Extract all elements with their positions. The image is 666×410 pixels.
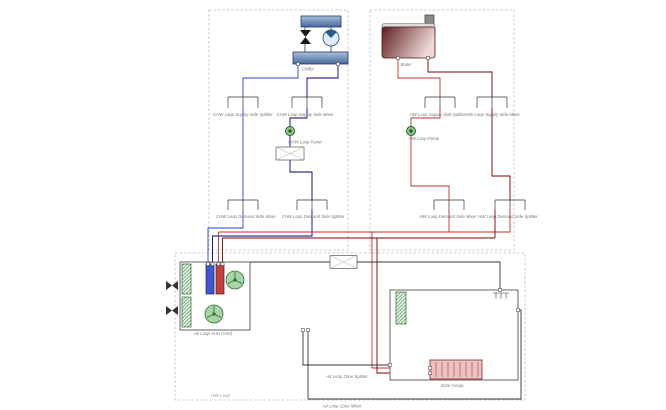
ahu-unit[interactable] bbox=[179, 261, 251, 331]
duct-component-cross-icon bbox=[329, 255, 358, 269]
chw-supply-splitter-label: CHW Loop Supply Side Splitter bbox=[213, 112, 273, 117]
hw-supply-pipes[interactable] bbox=[218, 58, 511, 369]
hw-demand-splitter-icon[interactable] bbox=[494, 199, 526, 210]
oa-damper-icon[interactable] bbox=[166, 306, 178, 315]
zone-diffuser-icon bbox=[493, 292, 509, 299]
zone-unit[interactable] bbox=[389, 289, 519, 381]
heating-coil-icon[interactable] bbox=[215, 263, 225, 295]
air-zone-splitter-label: Air Loop Zone Splitter bbox=[325, 374, 368, 379]
boiler-body[interactable] bbox=[381, 26, 436, 59]
chw-demand-splitter-icon[interactable] bbox=[296, 199, 328, 210]
port-node[interactable] bbox=[396, 56, 400, 60]
port-node[interactable] bbox=[336, 62, 340, 66]
hw-demand-mixer-icon[interactable] bbox=[433, 199, 465, 210]
heat-exchanger-icon[interactable] bbox=[181, 263, 192, 295]
chw-return-pipes[interactable] bbox=[212, 64, 339, 264]
port-node[interactable] bbox=[206, 262, 210, 266]
expansion-valve-icon[interactable] bbox=[300, 30, 311, 44]
air-duct-component[interactable] bbox=[329, 255, 358, 269]
hw-supply-splitter-icon[interactable] bbox=[424, 96, 456, 108]
oa-damper-icon[interactable] bbox=[166, 281, 178, 290]
pipe-segment[interactable] bbox=[410, 108, 441, 127]
port-node[interactable] bbox=[428, 366, 432, 370]
air-duct-pipes[interactable] bbox=[250, 261, 522, 400]
hw-loop-boundary-label: HW Loop bbox=[211, 393, 231, 398]
hw-supply-mixer-label: HW Loop Supply Side Mixer bbox=[466, 112, 520, 117]
pipe-segment[interactable] bbox=[212, 210, 313, 264]
radiator-body[interactable] bbox=[429, 359, 483, 380]
chw-pump-label: CHW Loop Pump bbox=[288, 140, 322, 145]
boiler-label: Boiler bbox=[401, 62, 413, 67]
chw-demand-mixer-icon[interactable] bbox=[227, 199, 259, 210]
hw-demand-mixer-label: HW Loop Demand Side Mixer bbox=[420, 214, 477, 219]
port-node[interactable] bbox=[210, 262, 215, 266]
hw-demand-splitter-label: HW Loop Demand Side Splitter bbox=[478, 214, 538, 219]
pipe-segment[interactable] bbox=[242, 64, 299, 97]
chw-pipe-component[interactable] bbox=[275, 146, 305, 161]
duct-segment[interactable] bbox=[302, 330, 390, 366]
hw-supply-splitter-label: HW Loop Supply Side Splitter bbox=[410, 112, 467, 117]
chw-supply-mixer-icon[interactable] bbox=[291, 96, 323, 108]
cooling-coil-icon[interactable] bbox=[205, 263, 215, 295]
hw-pump[interactable] bbox=[406, 126, 416, 136]
chiller-evaporator[interactable] bbox=[292, 51, 349, 65]
fan-hub bbox=[233, 278, 237, 282]
pipe-segment[interactable] bbox=[410, 135, 450, 201]
port-node[interactable] bbox=[220, 262, 225, 266]
boundary-boxes bbox=[174, 9, 526, 401]
baseboard-radiator-icon[interactable] bbox=[429, 359, 483, 380]
pipe-segment[interactable] bbox=[427, 58, 493, 97]
ahu-label: Air Loop AHU (VAV) bbox=[193, 331, 233, 336]
port-node[interactable] bbox=[388, 363, 392, 367]
port-node[interactable] bbox=[301, 328, 305, 332]
chw-demand-mixer-label: CHW Loop Demand Side Mixer bbox=[216, 214, 277, 219]
chw-pump[interactable] bbox=[285, 126, 295, 136]
hw-supply-mixer-icon[interactable] bbox=[476, 96, 508, 108]
pipe-segment[interactable] bbox=[207, 210, 244, 264]
heat-exchanger-icon[interactable] bbox=[181, 296, 192, 328]
pipe-segment[interactable] bbox=[397, 58, 441, 97]
duct-segment[interactable] bbox=[357, 261, 501, 290]
chiller-condenser[interactable] bbox=[300, 15, 342, 28]
duct-segment[interactable] bbox=[307, 309, 522, 400]
port-nodes bbox=[206, 56, 520, 375]
compressor-wedge bbox=[325, 30, 337, 38]
port-node[interactable] bbox=[498, 288, 502, 292]
port-node[interactable] bbox=[428, 371, 432, 375]
pipe-segment[interactable] bbox=[306, 64, 339, 97]
chiller-unit[interactable] bbox=[292, 15, 349, 65]
hw-loop-boundary bbox=[369, 9, 515, 251]
port-node[interactable] bbox=[296, 62, 300, 66]
zone-label: Zone Group bbox=[440, 383, 465, 388]
port-node[interactable] bbox=[516, 308, 520, 312]
chw-supply-mixer-label: CHW Loop Supply Side Mixer bbox=[277, 112, 334, 117]
chw-supply-pipes[interactable] bbox=[207, 64, 299, 264]
zone-heat-exchanger-icon[interactable] bbox=[395, 291, 407, 325]
pipe-segment[interactable] bbox=[289, 108, 308, 127]
hw-pump-label: HW Loop Pump bbox=[409, 136, 440, 141]
chw-supply-splitter-icon[interactable] bbox=[227, 96, 259, 108]
air-loop-boundary bbox=[174, 252, 526, 401]
chw-loop-boundary bbox=[208, 9, 349, 251]
chw-demand-splitter-label: CHW Loop Demand Side Splitter bbox=[282, 214, 345, 219]
pipe-segment[interactable] bbox=[491, 108, 511, 200]
return-fan-icon[interactable] bbox=[204, 304, 224, 324]
supply-fan-icon[interactable] bbox=[225, 270, 245, 290]
port-node[interactable] bbox=[306, 328, 310, 332]
chiller-internal-pipes bbox=[304, 27, 332, 52]
fan-hub bbox=[212, 312, 216, 316]
pipe-segment[interactable] bbox=[289, 160, 313, 200]
port-node[interactable] bbox=[216, 262, 221, 266]
boiler-unit[interactable] bbox=[381, 14, 436, 59]
air-zone-mixer-label: Air Loop Zone Mixer bbox=[322, 404, 362, 409]
chiller-label: Chiller bbox=[302, 67, 315, 72]
hw-pump-hub bbox=[409, 129, 413, 133]
radiator-fins bbox=[435, 362, 479, 377]
chw-pump-hub bbox=[288, 129, 292, 133]
port-node[interactable] bbox=[426, 56, 430, 60]
pipe-component-cross-icon bbox=[275, 146, 305, 161]
